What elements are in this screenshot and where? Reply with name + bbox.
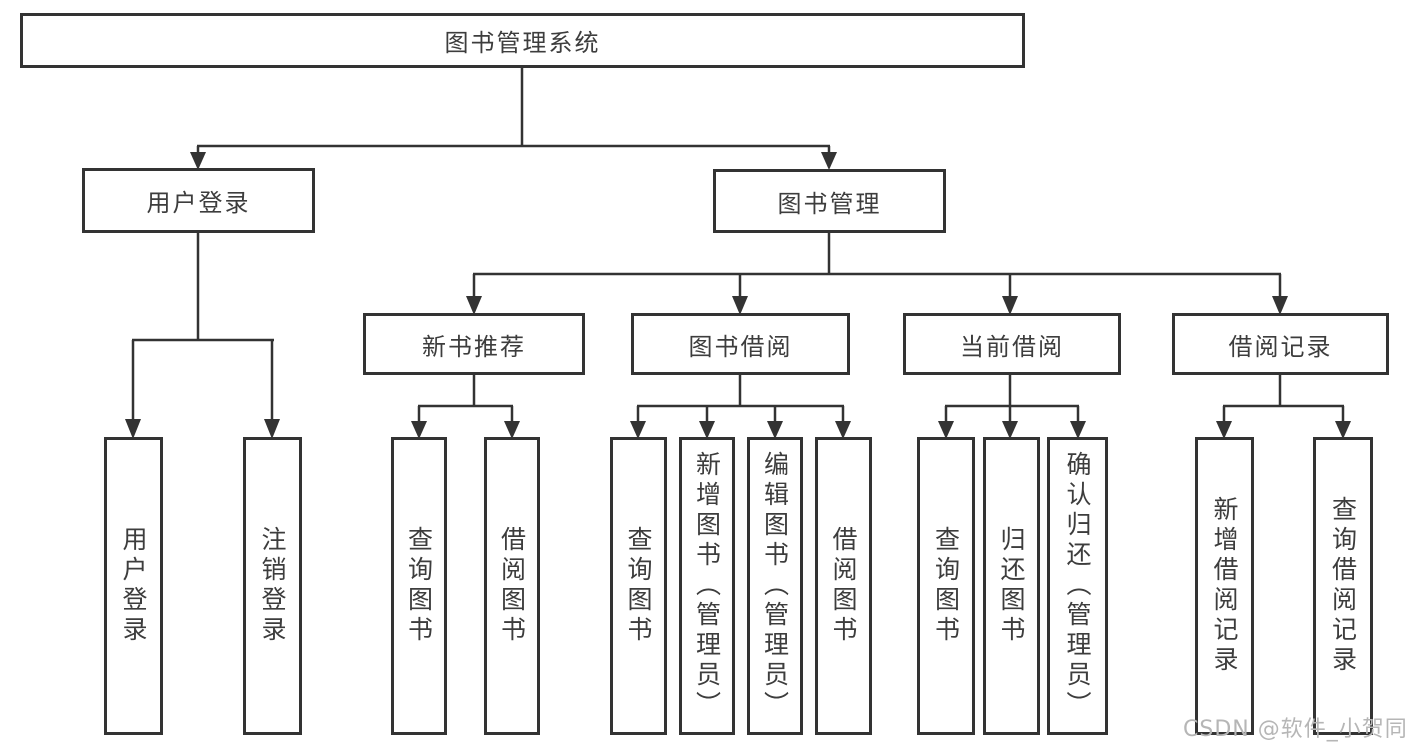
node-current-borrow-label: 当前借阅	[960, 332, 1064, 361]
leaf-edit-book-admin: 编辑图书（管理员）	[747, 437, 803, 735]
leaf-edit-book-admin-label: 编辑图书（管理员）	[760, 451, 790, 721]
leaf-query-borrow-record: 查询借阅记录	[1313, 437, 1373, 735]
node-user-login-label: 用户登录	[146, 189, 251, 217]
leaf-user-login: 用户登录	[104, 437, 163, 735]
node-book-management: 图书管理	[713, 169, 946, 233]
leaf-current-query-book: 查询图书	[917, 437, 975, 735]
connector-user-login-to-leaves	[125, 233, 280, 439]
node-current-borrow: 当前借阅	[903, 313, 1121, 375]
node-book-borrow: 图书借阅	[631, 313, 850, 375]
node-new-book-recommend: 新书推荐	[363, 313, 585, 375]
connector-root-to-level2	[190, 68, 837, 170]
leaf-add-borrow-record-label: 新增借阅记录	[1210, 496, 1239, 676]
leaf-borrow-borrow-book: 借阅图书	[815, 437, 872, 735]
leaf-add-book-admin: 新增图书（管理员）	[679, 437, 735, 735]
leaf-query-borrow-record-label: 查询借阅记录	[1328, 496, 1358, 676]
connector-book-borrow-to-leaves	[630, 375, 851, 439]
connector-borrow-records-to-leaves	[1216, 375, 1351, 439]
leaf-newbook-borrow-book-label: 借阅图书	[497, 526, 527, 646]
leaf-borrow-query-book-label: 查询图书	[624, 526, 653, 646]
node-borrow-records: 借阅记录	[1172, 313, 1389, 375]
leaf-logout: 注销登录	[243, 437, 302, 735]
node-root-label: 图书管理系统	[444, 29, 601, 57]
leaf-user-login-label: 用户登录	[119, 526, 148, 646]
leaf-add-borrow-record: 新增借阅记录	[1195, 437, 1254, 735]
leaf-confirm-return-admin: 确认归还（管理员）	[1047, 437, 1108, 735]
node-book-management-label: 图书管理	[777, 189, 882, 218]
leaf-newbook-query-book: 查询图书	[391, 437, 447, 735]
node-root: 图书管理系统	[20, 13, 1025, 68]
leaf-newbook-borrow-book: 借阅图书	[484, 437, 540, 735]
node-borrow-records-label: 借阅记录	[1228, 332, 1333, 361]
watermark: CSDN @软件_小贺同学	[1183, 717, 1405, 742]
leaf-logout-label: 注销登录	[258, 526, 287, 646]
leaf-confirm-return-admin-label: 确认归还（管理员）	[1063, 451, 1092, 721]
connector-current-borrow-to-leaves	[938, 375, 1086, 439]
node-new-book-recommend-label: 新书推荐	[422, 332, 526, 361]
connector-new-book-to-leaves	[411, 375, 520, 439]
leaf-current-query-book-label: 查询图书	[931, 526, 961, 646]
leaf-return-book-label: 归还图书	[997, 526, 1026, 646]
node-user-login: 用户登录	[82, 168, 315, 233]
connector-book-management-to-level3	[466, 233, 1288, 315]
leaf-borrow-query-book: 查询图书	[610, 437, 667, 735]
leaf-return-book: 归还图书	[983, 437, 1040, 735]
node-book-borrow-label: 图书借阅	[688, 332, 793, 361]
leaf-borrow-borrow-book-label: 借阅图书	[829, 526, 858, 646]
leaf-add-book-admin-label: 新增图书（管理员）	[692, 451, 722, 721]
leaf-newbook-query-book-label: 查询图书	[404, 526, 434, 646]
